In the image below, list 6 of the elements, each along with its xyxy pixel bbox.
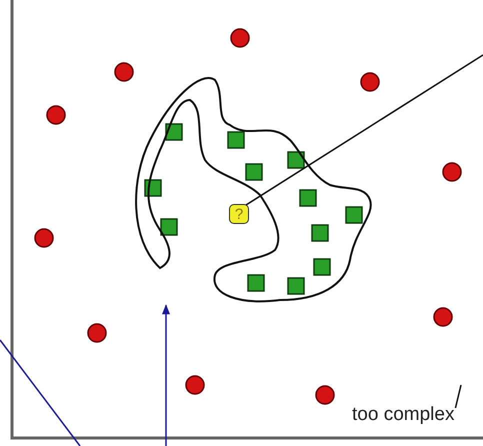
- query-point: ?: [229, 204, 249, 224]
- decision-boundary: [135, 77, 372, 302]
- leader-line: [162, 304, 170, 446]
- annotation-text: too complex: [352, 404, 454, 426]
- leader-line: [454, 384, 462, 408]
- leader-line: [246, 54, 483, 206]
